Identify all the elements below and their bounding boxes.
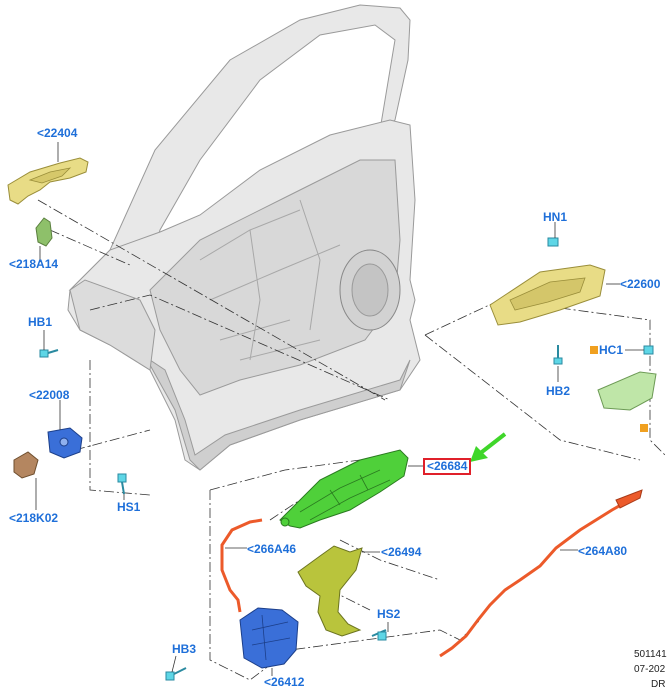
screw-HS1[interactable] xyxy=(117,473,127,495)
exterior-handle-grip xyxy=(28,167,72,184)
callout-26684[interactable]: <26684 xyxy=(423,458,472,475)
bolt-HB3[interactable] xyxy=(165,667,187,681)
handle-bezel[interactable] xyxy=(597,371,657,411)
handle-bracket-hole xyxy=(59,437,69,447)
callout-218K02[interactable]: <218K02 xyxy=(9,511,59,525)
lock-actuator-detail xyxy=(251,614,291,661)
speaker-opening-inner xyxy=(351,263,389,317)
interior-handle-22600[interactable] xyxy=(489,264,606,326)
release-cable-266A46[interactable] xyxy=(220,518,263,613)
release-cable-264A80-end xyxy=(615,489,643,509)
screw-HS1-head xyxy=(117,473,127,483)
bolt-HB3-shank xyxy=(173,667,187,675)
screw-HS2[interactable] xyxy=(371,629,387,641)
callout-264A80[interactable]: <264A80 xyxy=(578,544,628,558)
side-code: DR xyxy=(651,679,666,690)
reference-number: 501141 xyxy=(634,649,667,660)
date-code: 07-202 xyxy=(634,664,666,675)
latch-bracket-26494[interactable] xyxy=(297,545,363,637)
door-latch-pin xyxy=(280,517,290,527)
door-ribs xyxy=(199,199,341,361)
highlight-arrow-head xyxy=(470,446,488,462)
leader-left-vertical xyxy=(74,360,151,496)
handle-gasket-218A14[interactable] xyxy=(35,217,53,247)
clip-HC1[interactable] xyxy=(643,345,654,355)
callout-26494[interactable]: <26494 xyxy=(381,545,422,559)
bolt-HB1-head xyxy=(39,349,49,358)
screw-HS2-head xyxy=(377,631,387,641)
callout-HN1[interactable]: HN1 xyxy=(543,210,568,224)
callout-HC1[interactable]: HC1 xyxy=(599,343,624,357)
nut-HN1[interactable] xyxy=(547,237,559,247)
callout-22600[interactable]: <22600 xyxy=(620,277,661,291)
leader-right-box xyxy=(424,299,666,461)
screw-HS1-shank xyxy=(121,481,125,495)
bolt-HB3-head xyxy=(165,671,175,681)
callout-HS1[interactable]: HS1 xyxy=(117,500,141,514)
bracket-gasket-218K02[interactable] xyxy=(13,451,39,479)
marker-HC1 xyxy=(590,346,598,354)
leader-lines xyxy=(37,199,666,681)
callout-connectors xyxy=(35,142,644,676)
highlight-arrow-shaft xyxy=(476,432,507,457)
callout-22404[interactable]: <22404 xyxy=(37,126,78,140)
door-latch-26684[interactable] xyxy=(279,449,409,529)
callout-HB1[interactable]: HB1 xyxy=(28,315,53,329)
callout-HS2[interactable]: HS2 xyxy=(377,607,401,621)
callout-HB3[interactable]: HB3 xyxy=(172,642,197,656)
door-latch-detail xyxy=(299,469,391,521)
connector-HB3 xyxy=(171,655,177,673)
bolt-HB1[interactable] xyxy=(39,349,59,358)
exterior-handle-22404[interactable] xyxy=(7,157,89,205)
bolt-HB1-shank xyxy=(47,349,59,354)
callout-266A46[interactable]: <266A46 xyxy=(247,542,297,556)
door-front-post xyxy=(69,279,156,371)
marker-bezel xyxy=(640,424,648,432)
release-cable-264A80[interactable] xyxy=(439,492,641,658)
callout-22008[interactable]: <22008 xyxy=(29,388,70,402)
callout-26412[interactable]: <26412 xyxy=(264,675,305,689)
bolt-HB2-head xyxy=(553,357,563,365)
leader-handle-frame xyxy=(37,199,391,401)
highlight-arrow xyxy=(470,432,507,462)
door-assembly xyxy=(67,4,421,471)
interior-handle-recess xyxy=(509,277,586,311)
callout-218A14[interactable]: <218A14 xyxy=(9,257,59,271)
bolt-HB2[interactable] xyxy=(553,345,563,365)
callout-HB2[interactable]: HB2 xyxy=(546,384,571,398)
lock-actuator-26412[interactable] xyxy=(239,607,299,669)
door-latch-body xyxy=(279,449,409,529)
